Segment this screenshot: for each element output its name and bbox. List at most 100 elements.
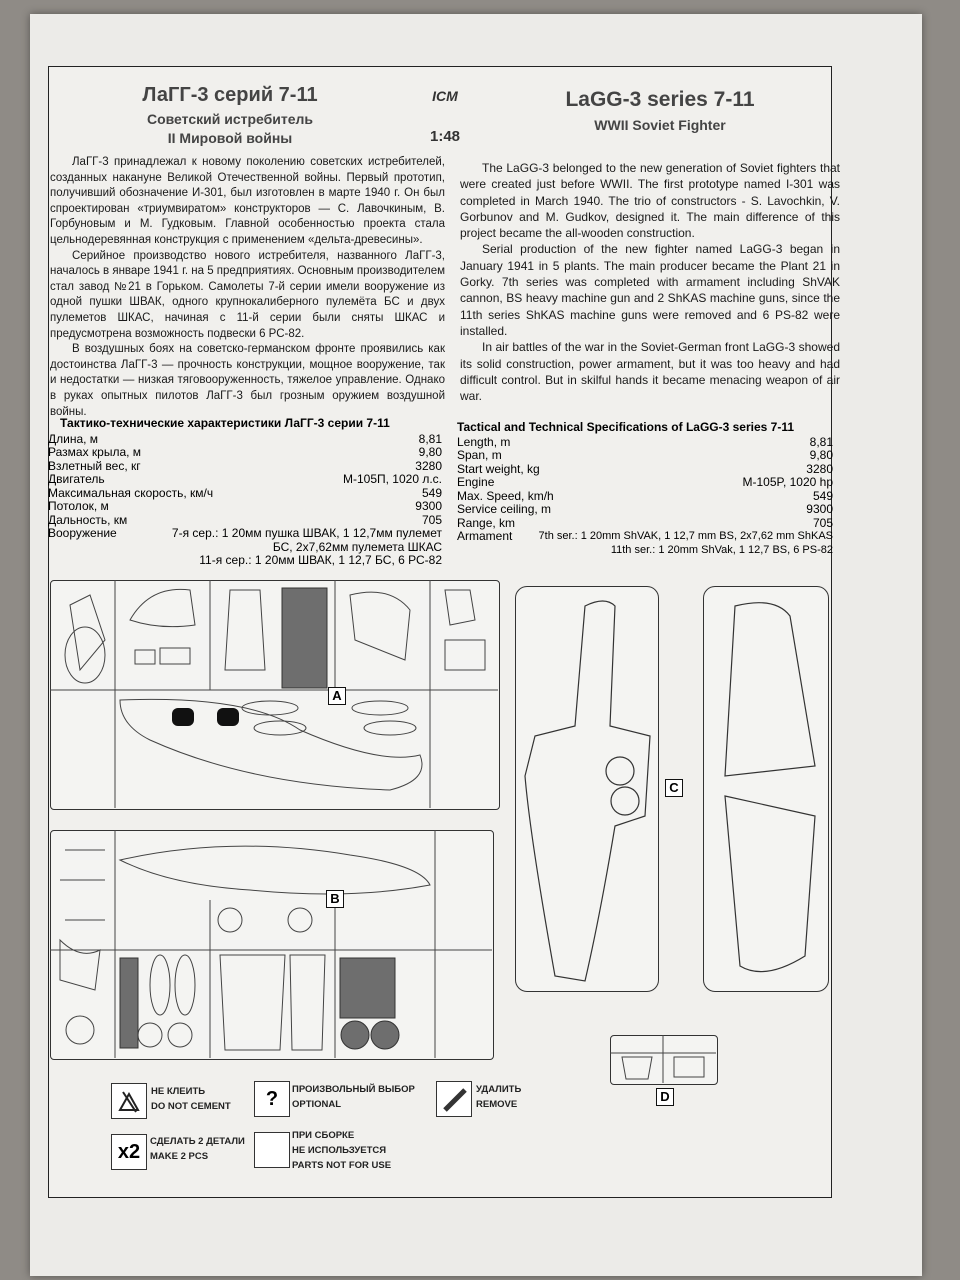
subtitle-en: WWII Soviet Fighter [594, 117, 726, 133]
optional-icon: ? [254, 1081, 290, 1117]
parts-not-for-use-en: PARTS NOT FOR USE [292, 1160, 392, 1171]
optional-text: ПРОИЗВОЛЬНЫЙ ВЫБОР OPTIONAL [292, 1082, 415, 1112]
spec-row: Вооружение 7-я сер.: 1 20мм пушка ШВАК, 1… [48, 526, 442, 541]
remove-ru: УДАЛИТЬ [476, 1084, 522, 1095]
en-paragraph: In air battles of the war in the Soviet-… [460, 340, 840, 404]
sprue-c-label: C [665, 779, 683, 797]
history-text-en: The LaGG-3 belonged to the new generatio… [460, 160, 840, 404]
spec-label: Range, km [457, 515, 516, 530]
spec-label: Двигатель [48, 472, 105, 486]
title-en: LaGG-3 series 7-11 [565, 88, 755, 111]
spec-value: 9300 [415, 499, 442, 513]
spec-row: Armament 7th ser.: 1 20mm ShVAK, 1 12,7 m… [457, 529, 833, 544]
spec-row: Дальность, км 705 [48, 512, 442, 528]
spec-label: Service ceiling, m [457, 502, 552, 516]
spec-armament-line2: 11th ser.: 1 20mm ShVak, 1 12,7 BS, 6 PS… [610, 543, 833, 556]
no-cement-text: НЕ КЛЕИТЬ DO NOT CEMENT [151, 1084, 231, 1114]
en-paragraph: Serial production of the new fighter nam… [460, 242, 840, 338]
make-two-icon: x2 [111, 1134, 147, 1170]
spec-value: 3280 [806, 461, 833, 476]
spec-value: 8,81 [809, 434, 833, 449]
make-two-en: MAKE 2 PCS [150, 1151, 209, 1162]
spec-value: 7-я сер.: 1 20мм пушка ШВАК, 1 12,7мм пу… [171, 526, 442, 540]
spec-label: Вооружение [48, 526, 117, 540]
parts-not-for-use-icon [254, 1132, 290, 1168]
make-two-ru: СДЕЛАТЬ 2 ДЕТАЛИ [150, 1136, 245, 1147]
icm-logo: ICM [432, 88, 458, 104]
no-cement-icon [111, 1083, 147, 1119]
optional-ru: ПРОИЗВОЛЬНЫЙ ВЫБОР [292, 1084, 415, 1095]
specs-en-title: Tactical and Technical Specifications of… [457, 420, 795, 434]
sprue-c-right-frame [703, 586, 829, 992]
en-paragraph: The LaGG-3 belonged to the new generatio… [460, 161, 840, 241]
spec-label: Взлетный вес, кг [48, 458, 141, 473]
specs-ru-title: Тактико-технические характеристики ЛаГГ-… [60, 416, 390, 430]
spec-value: 8,81 [418, 431, 442, 446]
make-two-text: СДЕЛАТЬ 2 ДЕТАЛИ MAKE 2 PCS [150, 1134, 245, 1164]
scale-label: 1:48 [429, 128, 461, 145]
spec-value: 3280 [415, 458, 442, 473]
spec-row: Длина, м 8,81 [48, 431, 442, 447]
spec-row: Length, m 8,81 [457, 434, 833, 450]
sprue-b-label: B [326, 890, 344, 908]
sprue-b-drawing [50, 830, 492, 1058]
no-cement-en: DO NOT CEMENT [151, 1101, 231, 1112]
spec-label: Размах крыла, м [48, 445, 142, 459]
parts-not-for-use-ru2: НЕ ИСПОЛЬЗУЕТСЯ [292, 1145, 387, 1156]
sprue-d-label: D [656, 1088, 674, 1106]
subtitle-ru-line1: Советский истребитель [146, 111, 314, 127]
spec-armament-line2: БС, 2х7,62мм пулемета ШКАС [272, 539, 442, 554]
spec-value: 549 [421, 485, 442, 500]
spec-label: Engine [457, 475, 495, 489]
ru-paragraph: В воздушных боях на советско-германском … [50, 343, 445, 418]
spec-value: М-105П, 1020 л.с. [342, 472, 442, 486]
spec-label: Span, m [457, 448, 502, 462]
sprue-c-left-frame [515, 586, 659, 992]
parts-not-for-use-ru1: ПРИ СБОРКЕ [292, 1130, 355, 1141]
sprue-c-drawing [524, 600, 816, 982]
spec-label: Length, m [457, 434, 511, 449]
spec-row: Engine M-105P, 1020 hp [457, 475, 833, 490]
spec-value: 705 [421, 512, 442, 527]
sprue-a-drawing [50, 580, 498, 808]
remove-icon [436, 1081, 472, 1117]
spec-row: Start weight, kg 3280 [457, 461, 833, 477]
specs-en: Tactical and Technical Specifications of… [457, 420, 833, 557]
spec-value: 9300 [806, 502, 833, 516]
specs-ru: Тактико-технические характеристики ЛаГГ-… [48, 416, 442, 568]
spec-row: Взлетный вес, кг 3280 [48, 458, 442, 474]
remove-en: REMOVE [476, 1099, 518, 1110]
spec-value: M-105P, 1020 hp [742, 475, 833, 489]
spec-row: Двигатель М-105П, 1020 л.с. [48, 472, 442, 487]
spec-armament-line3: 11-я сер.: 1 20мм ШВАК, 1 12,7 БС, 6 РС-… [199, 553, 442, 567]
remove-text: УДАЛИТЬ REMOVE [476, 1082, 521, 1112]
spec-label: Armament [457, 529, 513, 543]
spec-row: Span, m 9,80 [457, 448, 833, 463]
spec-value: 9,80 [809, 448, 833, 462]
sprue-a-frame [50, 580, 500, 810]
parts-not-for-use-text: ПРИ СБОРКЕ НЕ ИСПОЛЬЗУЕТСЯ PARTS NOT FOR… [292, 1128, 391, 1173]
spec-row: Максимальная скорость, км/ч 549 [48, 485, 442, 501]
sprue-a-label: A [328, 687, 346, 705]
no-cement-ru: НЕ КЛЕИТЬ [151, 1086, 206, 1097]
spec-value: 7th ser.: 1 20mm ShVAK, 1 12,7 mm BS, 2x… [538, 530, 833, 542]
spec-label: Потолок, м [48, 499, 109, 513]
spec-label: Дальность, км [48, 512, 128, 527]
ru-paragraph: Серийное производство нового истребителя… [50, 249, 446, 340]
spec-value: 705 [812, 515, 833, 530]
spec-value: 9,80 [418, 445, 442, 459]
spec-row: Range, km 705 [457, 515, 833, 531]
spec-label: Start weight, kg [457, 461, 540, 476]
spec-row: Service ceiling, m 9300 [457, 502, 833, 517]
optional-en: OPTIONAL [292, 1099, 342, 1110]
history-text-ru: ЛаГГ-3 принадлежал к новому поколению со… [50, 155, 445, 420]
spec-label: Длина, м [48, 431, 99, 446]
subtitle-ru: Советский истребитель II Мировой войны [110, 110, 350, 148]
spec-label: Max. Speed, km/h [457, 488, 554, 503]
sprue-d-drawing [610, 1035, 716, 1083]
spec-label: Максимальная скорость, км/ч [48, 485, 214, 500]
ru-paragraph: ЛаГГ-3 принадлежал к новому поколению со… [50, 156, 445, 246]
spec-row: Потолок, м 9300 [48, 499, 442, 514]
subtitle-ru-line2: II Мировой войны [167, 130, 293, 146]
